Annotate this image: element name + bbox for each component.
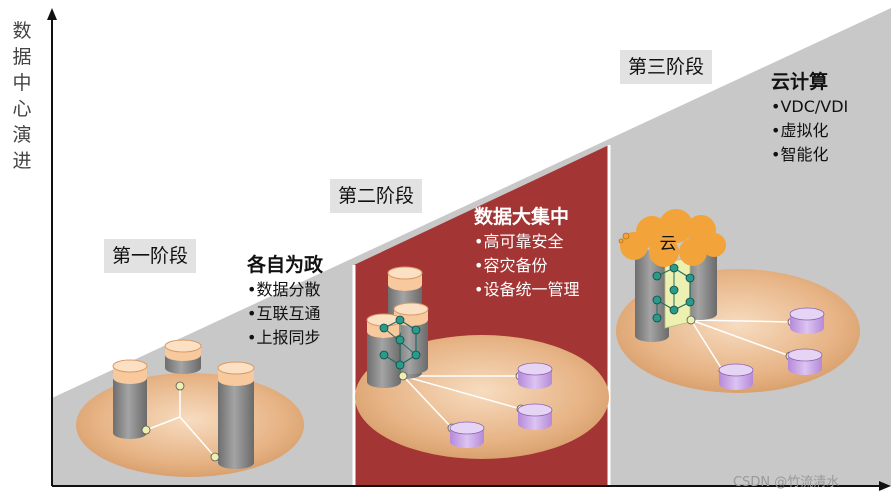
connection-line [690, 319, 724, 372]
node-mesh-stage3 [652, 263, 695, 323]
platform-stage1 [76, 373, 304, 477]
stage2-item: •设备统一管理 [474, 280, 580, 299]
stage1-item: •上报同步 [247, 328, 321, 347]
connection-line [402, 375, 453, 429]
y-axis [47, 8, 57, 486]
stage1-item: •互联互通 [247, 304, 321, 323]
connector-node [398, 371, 408, 381]
storage-disk [517, 362, 553, 389]
storage-disk [787, 348, 823, 375]
stage2-heading: 数据大集中 [474, 206, 570, 228]
stage1-heading: 各自为政 [247, 254, 324, 276]
cloud-icon [618, 209, 726, 267]
storage-cylinder [112, 359, 148, 439]
storage-disk [449, 421, 485, 448]
cloud-label: 云 [660, 234, 677, 254]
stage2-item: •容灾备份 [474, 256, 548, 275]
stage1-item: •数据分散 [247, 280, 321, 299]
stage3-description: 云计算 •VDC/VDI •虚拟化 •智能化 [771, 70, 848, 167]
connector-node [175, 381, 185, 391]
connection-line [690, 319, 791, 357]
stage2-network [402, 375, 522, 429]
x-axis [52, 481, 891, 491]
storage-cylinder [164, 339, 202, 374]
watermark: CSDN @竹流清水 [733, 475, 840, 490]
storage-disk [789, 307, 825, 334]
node-mesh-stage2 [379, 315, 421, 370]
stage3-network [690, 319, 793, 372]
stage3-label: 第三阶段 [620, 50, 713, 84]
stage3-item: •虚拟化 [771, 121, 829, 140]
connector-node [141, 425, 151, 435]
connection-line [690, 319, 793, 323]
storage-disk [517, 403, 553, 430]
connector-node [686, 315, 696, 325]
connector-node [210, 452, 220, 462]
stage2-label: 第二阶段 [330, 179, 423, 213]
stage3-item: •智能化 [771, 145, 829, 164]
connection-line [402, 375, 522, 410]
stage2-item: •高可靠安全 [474, 232, 564, 251]
y-axis-title: 数据中心演进 [12, 20, 32, 172]
connection-line [179, 416, 216, 458]
storage-disk [718, 363, 754, 390]
storage-cylinder [217, 361, 255, 469]
stage1-description: 各自为政 •数据分散 •互联互通 •上报同步 [247, 253, 323, 350]
stage3-item: •VDC/VDI [771, 97, 849, 116]
stage1-network [145, 386, 216, 458]
storage-cylinder [366, 313, 402, 388]
storage-cylinder [393, 302, 429, 374]
stage1-label: 第一阶段 [104, 239, 197, 273]
stage3-heading: 云计算 [771, 71, 829, 93]
stage2-description: 数据大集中 •高可靠安全 •容灾备份 •设备统一管理 [474, 205, 579, 302]
